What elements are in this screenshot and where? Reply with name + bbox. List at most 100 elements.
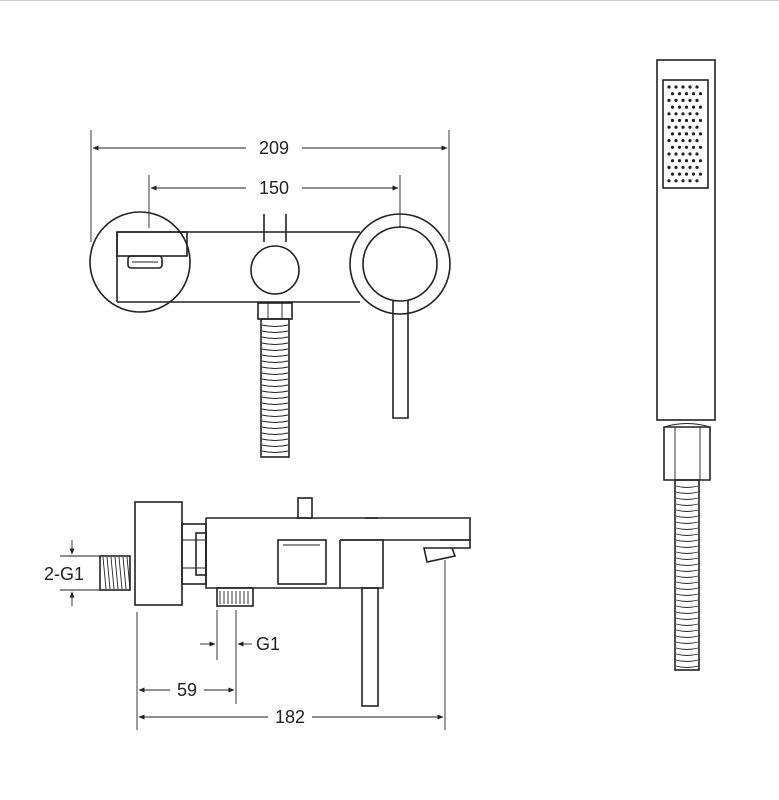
shower-holder [663, 426, 711, 481]
nozzle-dot [695, 112, 699, 116]
nozzle-dot [691, 159, 696, 163]
nozzle-dot [681, 125, 685, 129]
nozzle-dot [684, 105, 689, 109]
side-hose-connector [216, 587, 254, 607]
nozzle-dot [688, 165, 692, 169]
nozzle-dot [695, 98, 699, 102]
nozzle-dot [667, 112, 671, 116]
nozzle-dot [667, 152, 671, 156]
nozzle-dot [677, 145, 682, 149]
nozzle-dot [681, 85, 685, 89]
nozzle-dot [688, 152, 692, 156]
shower-handle [656, 59, 716, 421]
nozzle-dot [670, 132, 675, 136]
nozzle-dot [674, 98, 678, 102]
spray-nozzles [667, 85, 703, 183]
nozzle-dot [688, 112, 692, 116]
nozzle-dot [670, 92, 675, 96]
nozzle-dot [695, 85, 699, 89]
nozzle-dot [695, 179, 699, 183]
nozzle-dot [691, 172, 696, 176]
nozzle-dot [674, 139, 678, 143]
nozzle-dot [667, 85, 671, 89]
nozzle-dot [684, 118, 689, 123]
nozzle-dot [677, 92, 682, 96]
dim-projection: 182 [138, 560, 446, 730]
aerator [127, 255, 163, 269]
dim-center-distance: 150 [150, 178, 399, 198]
hose-nut [257, 302, 293, 320]
nozzle-dot [681, 112, 685, 116]
nozzle-dot [670, 172, 675, 176]
left-escutcheon [89, 211, 191, 313]
nozzle-dot [670, 118, 675, 123]
nozzle-dot [681, 165, 685, 169]
nozzle-dot [691, 132, 696, 136]
side-lever [361, 587, 379, 707]
nozzle-dot [688, 139, 692, 143]
dim-label-150: 150 [259, 178, 289, 198]
top-border [0, 0, 779, 1]
nozzle-dot [691, 92, 696, 96]
nozzle-dot [695, 152, 699, 156]
spout-tip [423, 547, 457, 563]
nozzle-dot [698, 172, 703, 176]
nozzle-dot [674, 125, 678, 129]
nozzle-dot [691, 145, 696, 149]
nozzle-dot [688, 85, 692, 89]
lever-hub [362, 226, 438, 302]
right-escutcheon [349, 213, 451, 315]
nozzle-dot [698, 118, 703, 123]
nozzle-dot [677, 159, 682, 163]
nozzle-dot [667, 139, 671, 143]
nozzle-dot [684, 132, 689, 136]
nozzle-dot [674, 85, 678, 89]
nozzle-dot [681, 179, 685, 183]
nozzle-dot [698, 132, 703, 136]
nozzle-dot [670, 145, 675, 149]
nozzle-dot [677, 118, 682, 123]
nozzle-dot [677, 105, 682, 109]
nozzle-dot [681, 152, 685, 156]
side-body [205, 517, 471, 589]
dim-overall-width: 209 [92, 138, 448, 158]
nozzle-dot [691, 105, 696, 109]
lever-handle [392, 300, 409, 419]
nozzle-dot [684, 172, 689, 176]
nozzle-dot [667, 165, 671, 169]
hand-shower-view [656, 59, 716, 671]
dim-hose-thread: G1 [200, 610, 280, 660]
nozzle-dot [698, 145, 703, 149]
nozzle-dot [670, 159, 675, 163]
nozzle-dot [688, 179, 692, 183]
nozzle-dot [695, 125, 699, 129]
nozzle-dot [677, 132, 682, 136]
nozzle-dot [695, 139, 699, 143]
dim-outlet-thread: 2-G1 [44, 540, 100, 606]
nozzle-dot [667, 125, 671, 129]
nozzle-dot [684, 92, 689, 96]
nozzle-dot [684, 159, 689, 163]
nozzle-dot [674, 152, 678, 156]
diverter-knob [250, 245, 300, 295]
nozzle-dot [698, 105, 703, 109]
shower-hose [674, 479, 700, 671]
nozzle-dot [681, 139, 685, 143]
spray-face [662, 79, 709, 189]
dim-label-59: 59 [177, 680, 197, 700]
threaded-inlet [99, 555, 131, 591]
nozzle-dot [667, 98, 671, 102]
mixer-body [116, 231, 360, 303]
nozzle-dot [674, 165, 678, 169]
dim-label-2g1: 2-G1 [44, 564, 84, 584]
nozzle-dot [674, 112, 678, 116]
nozzle-dot [677, 172, 682, 176]
dim-label-182: 182 [275, 707, 305, 727]
dim-label-209: 209 [259, 138, 289, 158]
dim-label-g1: G1 [256, 634, 280, 654]
front-hose [260, 318, 290, 458]
dim-wall-to-outlet: 59 [136, 612, 237, 730]
front-view [89, 130, 451, 458]
nozzle-dot [688, 98, 692, 102]
